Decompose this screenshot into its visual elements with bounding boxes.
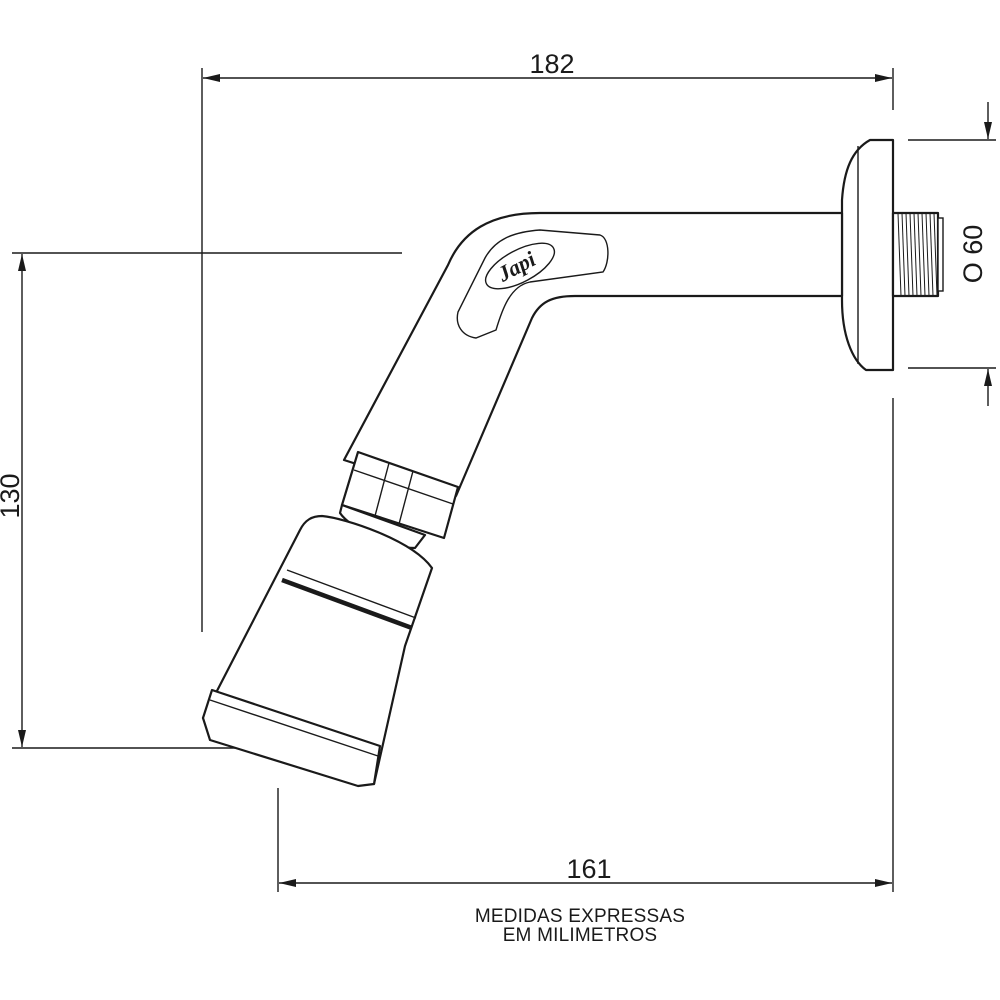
units-note-line2: EM MILIMETROS <box>502 925 658 946</box>
brand-logo-badge <box>484 242 556 290</box>
shower-head <box>201 503 434 788</box>
dimension-label-161: 161 <box>566 854 611 884</box>
threaded-connector <box>891 211 944 298</box>
thread-line <box>897 212 902 297</box>
dimension-label-diameter: O 60 <box>958 225 988 284</box>
thread-line <box>901 212 906 297</box>
dimension-diameter: O 60 <box>908 102 996 406</box>
thread-line <box>913 212 918 297</box>
dimension-label-182: 182 <box>529 49 574 79</box>
wall-flange <box>840 138 895 372</box>
thread-line <box>917 212 922 297</box>
shower-arm: Japi <box>342 211 844 498</box>
swivel-nut <box>340 450 460 540</box>
thread-line <box>929 212 934 297</box>
thread-line <box>905 212 910 297</box>
thread-line <box>921 212 926 297</box>
thread-line <box>925 212 930 297</box>
units-note: MEDIDAS EXPRESSAS EM MILIMETROS <box>380 907 780 945</box>
thread-line <box>909 212 914 297</box>
thread-line <box>933 212 938 297</box>
thread-lines <box>897 212 938 297</box>
dimension-bottom-width: 161 <box>277 398 894 892</box>
units-note-line1: MEDIDAS EXPRESSAS <box>474 906 686 927</box>
dimension-label-130: 130 <box>0 473 25 518</box>
dimension-height: 130 <box>0 252 402 749</box>
dimension-top-width: 182 <box>201 49 894 632</box>
